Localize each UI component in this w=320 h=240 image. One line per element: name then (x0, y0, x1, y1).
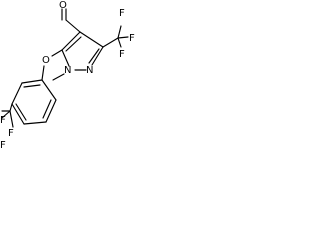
bond-cf3-f2 (117, 36, 129, 39)
bond-ar-cf3 (9, 103, 13, 112)
bond-c5-o (51, 49, 63, 57)
aryl-fluorine-labels: F F F (0, 115, 14, 150)
aldehyde-group: O (59, 0, 81, 33)
bond-c3-n2-double (88, 48, 100, 64)
bond-cf3-f3 (117, 37, 122, 48)
ring-nitrogen-label: N (86, 65, 93, 76)
trifluoromethyl-group-top: F F F (102, 8, 135, 60)
bond-ar5-ar6 (11, 82, 23, 105)
molecule-canvas: O F F F N N O (0, 0, 150, 150)
bond-ar-inner-double (42, 99, 52, 119)
bond-ar-inner-double (23, 84, 41, 88)
bond-aryl-cf3-f2 (9, 110, 14, 128)
fluorine-label: F (129, 33, 135, 44)
structure-drawing: O F F F N N O (1, 0, 135, 128)
methyl-nitrogen-label: N (64, 65, 71, 76)
bond-c4-cho (65, 19, 81, 33)
fluorine-label: F (119, 8, 125, 19)
fluorine-label: F (0, 115, 6, 126)
bond-ar1-ar2 (41, 79, 57, 101)
bond-o-aryl (41, 65, 45, 81)
bond-c5-c4 (61, 31, 81, 51)
bond-cf3-f1 (117, 25, 122, 39)
bond-ar3-ar4 (23, 121, 47, 125)
bond-n1-methyl (52, 73, 65, 81)
bond-ar6-ar1 (21, 79, 43, 84)
aldehyde-oxygen-label: O (59, 0, 67, 11)
bond-c4-c3 (79, 31, 104, 48)
fluorine-label: F (0, 140, 6, 150)
ether-linkage: O (41, 49, 63, 81)
bond-c3-n2 (91, 46, 104, 66)
benzene-ring (11, 79, 57, 125)
ether-oxygen-label: O (42, 55, 50, 66)
bond-ar4-ar5 (11, 103, 25, 125)
bond-c5-c4-double (65, 36, 82, 52)
bond-ar-inner-double (15, 103, 27, 121)
fluorine-label: F (119, 49, 125, 60)
bond-n1-c5 (61, 49, 70, 67)
bond-ar2-ar3 (45, 99, 57, 123)
trifluoromethyl-group-bottom (1, 103, 14, 128)
bond-aryl-cf3-f3 (1, 110, 11, 119)
bond-c3-cf3 (102, 37, 119, 48)
fluorine-label: F (8, 128, 14, 139)
pyrazole-ring (61, 31, 104, 71)
